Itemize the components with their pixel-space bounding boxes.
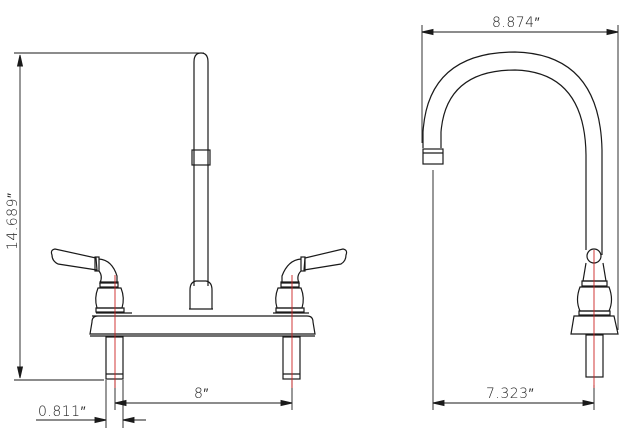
spout-reach-dimension-label: 7.323″	[486, 386, 535, 402]
total-reach-dimension-label: 8.874″	[492, 15, 541, 31]
shank-width-dimension-line	[36, 380, 146, 428]
deck-plate	[89, 312, 316, 337]
shank-width-dimension-label: 0.811″	[38, 404, 87, 420]
center-spacing-dimension-label: 8″	[194, 386, 209, 402]
height-dimension-line	[14, 52, 204, 381]
shanks	[105, 336, 301, 380]
right-handle	[275, 248, 348, 313]
height-dimension-label: 14.689″	[5, 192, 21, 250]
side-base	[570, 248, 619, 378]
centerlines	[114, 250, 595, 388]
gooseneck-spout	[422, 51, 603, 255]
left-handle	[50, 248, 125, 313]
front-spout	[189, 52, 213, 310]
total-reach-dimension-line	[421, 25, 619, 330]
spout-reach-dimension-line	[432, 170, 595, 410]
